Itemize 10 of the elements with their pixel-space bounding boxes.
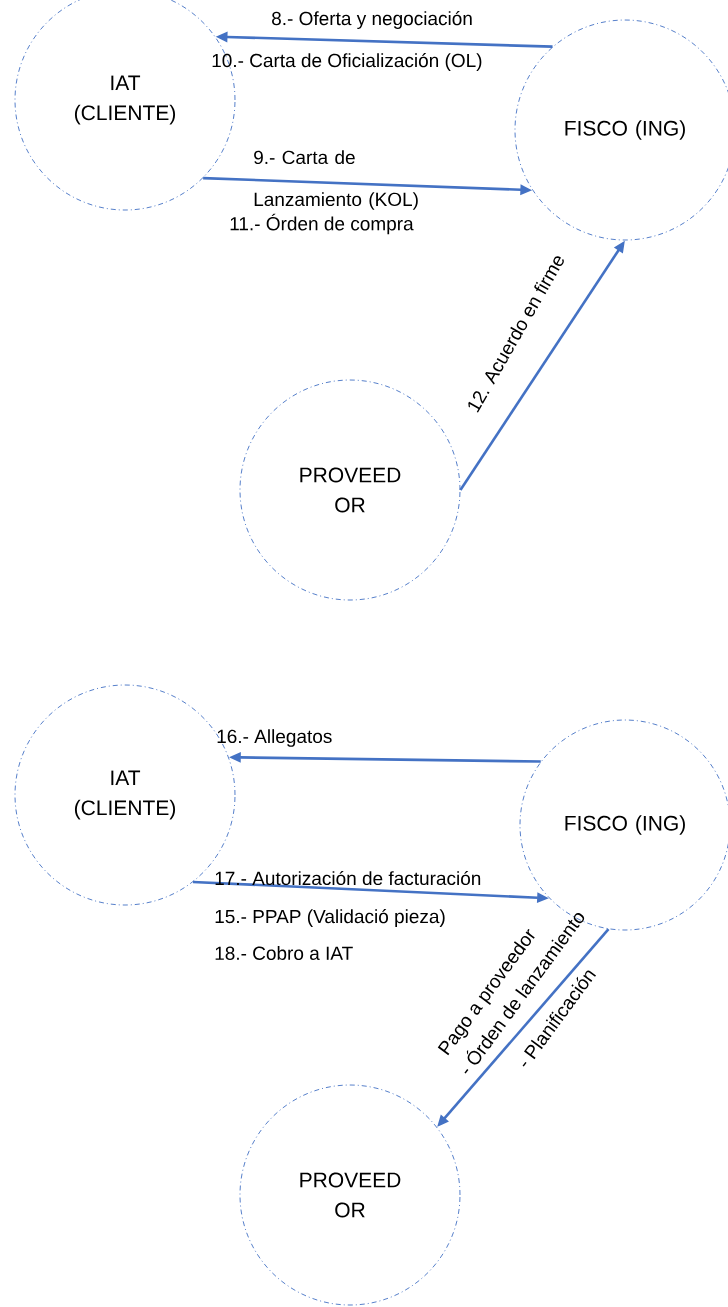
text-label: 11.- Órden de compra <box>230 213 414 235</box>
text-label: 10.- Carta de Oficialización (OL) <box>212 53 482 71</box>
edge-label: 17.- Autorización de facturación <box>215 870 481 886</box>
edge-label: 16.- Allegatos <box>217 729 332 747</box>
circle-node: PROVEED OR <box>239 1084 461 1306</box>
circle-node: PROVEED OR <box>239 379 461 601</box>
text-label: 15.- PPAP (Validació pieza) <box>215 909 445 927</box>
text-label: 18.- Cobro a IAT <box>215 946 353 960</box>
edge-label: 8.- Oferta y negociación <box>272 11 472 29</box>
edge-label: 9.- Carta de Lanzamiento (KOL) <box>254 150 418 210</box>
